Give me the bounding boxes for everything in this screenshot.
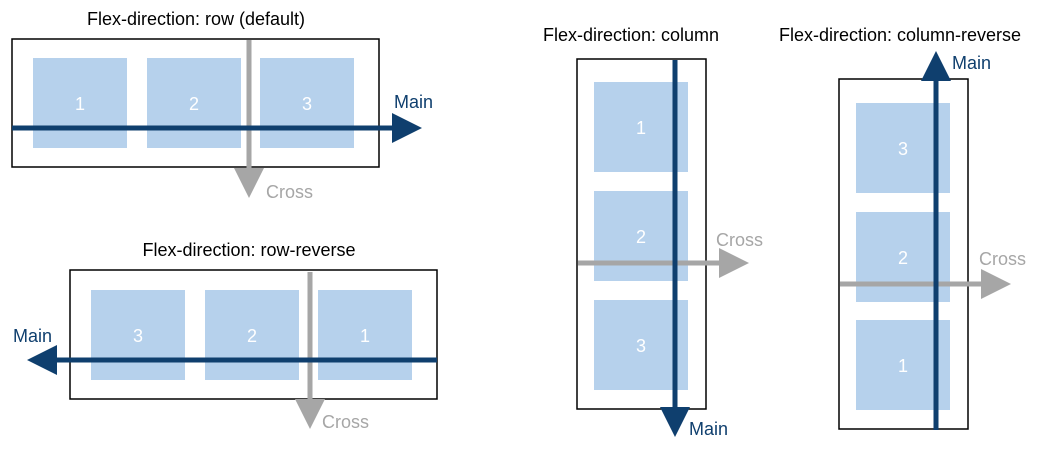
flex-item-1 bbox=[594, 82, 688, 172]
main-axis-label: Main bbox=[689, 419, 728, 439]
diagram-title-column-reverse: Flex-direction: column-reverse bbox=[779, 25, 1021, 45]
flex-item-label: 1 bbox=[636, 118, 646, 138]
flex-item-label: 2 bbox=[898, 248, 908, 268]
diagram-title-row-reverse: Flex-direction: row-reverse bbox=[142, 240, 355, 260]
flex-container-row bbox=[11, 38, 380, 168]
flex-item-label: 1 bbox=[75, 94, 85, 114]
flex-item-label: 2 bbox=[636, 227, 646, 247]
diagram-title-row: Flex-direction: row (default) bbox=[87, 9, 305, 29]
flex-item-2 bbox=[205, 290, 299, 380]
diagram-column: Flex-direction: column 1 2 3 Main Cross bbox=[543, 25, 763, 439]
flex-item-label: 3 bbox=[636, 336, 646, 356]
flex-item-1 bbox=[318, 290, 412, 380]
flex-container-row-reverse bbox=[69, 269, 438, 400]
diagram-row: Flex-direction: row (default) 1 2 3 Main… bbox=[11, 9, 433, 202]
flex-container-column-reverse bbox=[838, 78, 969, 430]
flex-item-3 bbox=[91, 290, 185, 380]
flex-item-label: 2 bbox=[247, 326, 257, 346]
flex-item-label: 3 bbox=[133, 326, 143, 346]
cross-axis-label: Cross bbox=[716, 230, 763, 250]
cross-axis-label: Cross bbox=[322, 412, 369, 432]
flex-container-column bbox=[576, 58, 707, 410]
diagram-title-column: Flex-direction: column bbox=[543, 25, 719, 45]
flex-item-3 bbox=[594, 300, 688, 390]
flex-item-2 bbox=[147, 58, 241, 148]
cross-axis-label: Cross bbox=[266, 182, 313, 202]
cross-axis-label: Cross bbox=[979, 249, 1026, 269]
main-axis-label: Main bbox=[13, 326, 52, 346]
flex-item-1 bbox=[33, 58, 127, 148]
main-axis-label: Main bbox=[394, 92, 433, 112]
flex-item-2 bbox=[594, 191, 688, 281]
flex-item-label: 2 bbox=[189, 94, 199, 114]
flex-item-label: 1 bbox=[898, 356, 908, 376]
diagram-row-reverse: Flex-direction: row-reverse 3 2 1 Main C… bbox=[13, 240, 438, 432]
main-axis-label: Main bbox=[952, 53, 991, 73]
diagram-column-reverse: Flex-direction: column-reverse 3 2 1 Mai… bbox=[779, 25, 1026, 430]
flex-item-label: 3 bbox=[898, 139, 908, 159]
flex-item-label: 1 bbox=[360, 326, 370, 346]
flex-item-label: 3 bbox=[302, 94, 312, 114]
flex-item-3 bbox=[260, 58, 354, 148]
